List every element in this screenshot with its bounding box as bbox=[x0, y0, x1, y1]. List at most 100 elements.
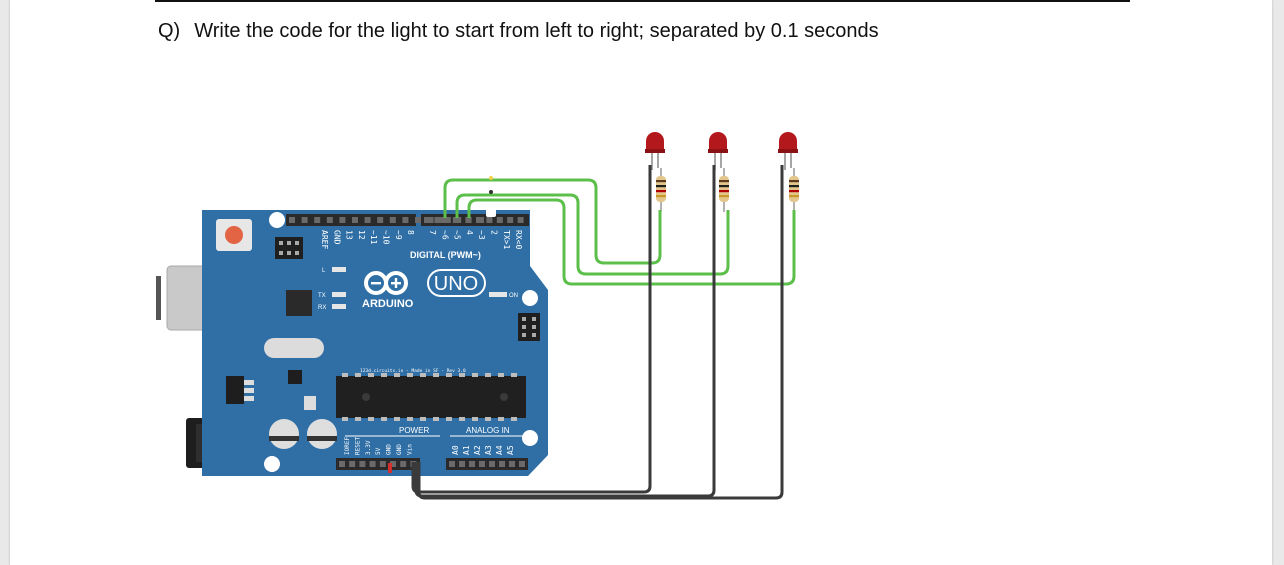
mounting-hole bbox=[264, 456, 280, 472]
header-pin bbox=[509, 461, 515, 467]
chip-pin bbox=[407, 373, 413, 377]
ground-wire-led2 bbox=[414, 165, 716, 498]
resistor bbox=[656, 176, 666, 202]
top-pin-label: ~3 bbox=[477, 230, 486, 240]
chip-pin bbox=[446, 417, 452, 421]
led-tx bbox=[332, 292, 346, 297]
header-pin bbox=[427, 217, 434, 223]
header-pin bbox=[369, 461, 376, 467]
analog-pin-label: A2 bbox=[473, 445, 482, 455]
top-pin-label: ~5 bbox=[453, 230, 462, 240]
mounting-hole bbox=[522, 290, 538, 306]
reset-button-cap[interactable] bbox=[225, 226, 243, 244]
regulator-lead bbox=[244, 380, 254, 385]
chip-pin bbox=[511, 373, 517, 377]
led-bulb bbox=[779, 132, 797, 150]
header-pin bbox=[389, 217, 396, 223]
header-pin bbox=[499, 461, 505, 467]
capacitor-band bbox=[307, 436, 337, 441]
top-pin-label: RX<0 bbox=[514, 230, 523, 249]
icsp-pins bbox=[279, 241, 299, 255]
question-text: Write the code for the light to start fr… bbox=[194, 20, 879, 42]
header-pin bbox=[352, 217, 358, 223]
power-pin-label: GND bbox=[396, 444, 403, 455]
wire-pin6-led2 bbox=[455, 193, 730, 276]
power-pin-label: 5V bbox=[375, 447, 382, 455]
capacitor bbox=[307, 419, 337, 449]
icsp-header bbox=[275, 237, 303, 259]
power-header bbox=[336, 458, 420, 470]
external-leds bbox=[645, 132, 799, 212]
capacitor bbox=[269, 419, 299, 449]
analog-pin-label: A1 bbox=[462, 445, 471, 455]
header-pin bbox=[489, 461, 495, 467]
ground-wire-led3 bbox=[417, 165, 784, 500]
icsp-right-pins bbox=[522, 317, 536, 337]
chip-pin bbox=[368, 373, 374, 377]
header-pin bbox=[339, 461, 345, 467]
gnd-pin-marker bbox=[388, 463, 392, 473]
uno-label: UNO bbox=[434, 273, 478, 295]
top-pin-label: 4 bbox=[465, 230, 474, 235]
chip-pin bbox=[472, 373, 478, 377]
header-pin bbox=[444, 217, 451, 223]
chip-notch bbox=[500, 393, 508, 401]
top-pin-label: 13 bbox=[345, 230, 354, 240]
usb-chip bbox=[286, 290, 312, 316]
chip-pin bbox=[498, 373, 504, 377]
digital-label: DIGITAL (PWM~) bbox=[410, 250, 481, 260]
chip-pin bbox=[407, 417, 413, 421]
digital-header-pins bbox=[289, 217, 524, 223]
crystal-oscillator bbox=[264, 338, 324, 358]
header-pin bbox=[379, 461, 386, 467]
header-pin bbox=[465, 217, 472, 223]
top-pin-label: 12 bbox=[357, 230, 366, 240]
header-pin bbox=[496, 217, 503, 223]
header-pin bbox=[440, 217, 447, 223]
small-component bbox=[304, 396, 316, 410]
wire-pin5-led3 bbox=[467, 198, 796, 286]
chip-pin bbox=[381, 373, 387, 377]
brand-label: ARDUINO bbox=[362, 298, 414, 310]
top-pin-label: ~9 bbox=[394, 230, 403, 240]
header-pin bbox=[424, 217, 430, 223]
top-pin-label: GND bbox=[332, 230, 341, 245]
header-pin bbox=[359, 461, 366, 467]
header-pin bbox=[400, 461, 407, 467]
wire-pin7-led1 bbox=[443, 178, 662, 265]
led-3 bbox=[778, 132, 799, 212]
chip-pin bbox=[342, 417, 348, 421]
chip-pin bbox=[381, 417, 387, 421]
analog-pin-label: A3 bbox=[484, 445, 493, 455]
chip-pin bbox=[446, 373, 452, 377]
top-pin-label: 7 bbox=[428, 230, 437, 235]
analog-pin-label: A0 bbox=[451, 445, 460, 455]
signal-wires bbox=[443, 178, 796, 286]
led-label-tx: TX bbox=[318, 293, 326, 299]
header-pin bbox=[486, 217, 493, 223]
chip-pin bbox=[485, 417, 491, 421]
chip-pin bbox=[420, 373, 426, 377]
on-led bbox=[489, 292, 507, 297]
top-pin-label: TX>1 bbox=[502, 230, 511, 249]
led-label-rx: RX bbox=[318, 305, 326, 311]
header-pin bbox=[364, 217, 371, 223]
chip-pin bbox=[433, 417, 439, 421]
small-component bbox=[288, 370, 302, 384]
question-number: Q) bbox=[158, 20, 181, 42]
top-pin-label: AREF bbox=[320, 230, 329, 249]
onboard-leds: L TX RX bbox=[318, 267, 346, 311]
header-pin bbox=[449, 461, 455, 467]
power-pin-label: GND bbox=[386, 444, 393, 455]
top-pin-label: ~6 bbox=[440, 230, 449, 240]
analog-header bbox=[446, 458, 528, 470]
analog-label: ANALOG IN bbox=[466, 426, 510, 435]
uno-badge bbox=[427, 269, 486, 297]
analog-pin-label: A4 bbox=[495, 445, 504, 455]
chip-pin bbox=[511, 417, 517, 421]
top-pin-label: ~11 bbox=[369, 230, 378, 245]
led-bulb bbox=[646, 132, 664, 150]
chip-pin bbox=[433, 373, 439, 377]
wire-joints bbox=[486, 176, 496, 217]
